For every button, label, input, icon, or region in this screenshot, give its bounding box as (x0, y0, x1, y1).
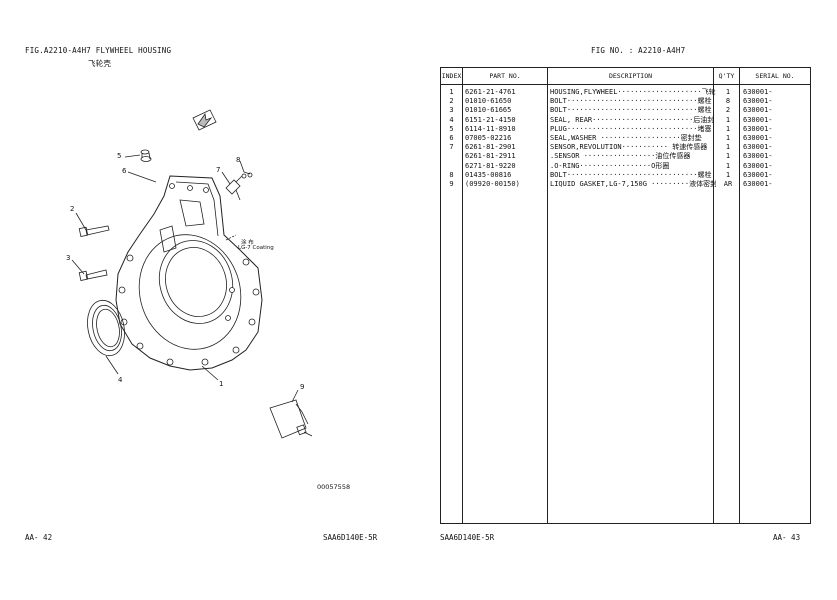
description-cell: BOLT·······························螺栓 (550, 106, 712, 115)
right-page-number: AA- 43 (773, 533, 801, 542)
serial-number-cell: 630001- (743, 143, 773, 152)
serial-number-cell: 630001- (743, 124, 773, 133)
part-number-cell: (09920-00150) (465, 180, 520, 188)
quantity-cell: 1 (725, 143, 731, 152)
serial-number-cell: 630001- (743, 97, 773, 106)
figure-title: FIG.A2210-A4H7 FLYWHEEL HOUSING (25, 46, 172, 55)
index-cell: 1 (449, 88, 454, 96)
index-cell: 3 (449, 106, 454, 115)
part-number-cell: 6261-81-2901 (465, 143, 516, 152)
table-row: 1 6261-21-4761 HOUSING,FLYWHEEL···········… (441, 88, 810, 97)
quantity-cell: 1 (725, 134, 731, 142)
description-cell: SEAL, REAR························后油封 (550, 115, 715, 124)
index-cell: 5 (449, 124, 454, 133)
serial-number-cell: 630001- (743, 161, 773, 170)
quantity-cell: 1 (725, 161, 731, 170)
description-cell: BOLT·······························螺栓 (550, 170, 712, 179)
serial-number-cell: 630001- (743, 106, 773, 115)
index-cell: 6 (449, 134, 454, 142)
parts-table: INDEX PART NO. DESCRIPTION Q'TY SERIAL N… (440, 67, 811, 524)
figure-title-chinese: 飞轮壳 (88, 59, 112, 68)
header-index: INDEX (441, 72, 462, 80)
serial-number-cell: 630001- (743, 134, 773, 142)
quantity-cell: 1 (725, 115, 731, 124)
header-serial-no: SERIAL NO. (755, 72, 795, 80)
serial-number-cell: 630001- (743, 115, 773, 124)
part-number-cell: 6261-21-4761 (465, 88, 516, 96)
table-row: 7 6261-81-2901 SENSOR,REVOLUTION··········… (441, 143, 810, 152)
index-cell: 8 (449, 170, 454, 179)
description-cell: SENSOR,REVOLUTION··········· 转速传感器 (550, 143, 708, 152)
part-number-cell: 01435-00816 (465, 170, 512, 179)
part-number-cell: 6261-81-2911 (465, 152, 516, 161)
description-cell: SEAL,WASHER ···················密封垫 (550, 134, 702, 142)
table-row: 2 01010-61650 BOLT························… (441, 97, 810, 106)
description-cell: BOLT·······························螺栓 (550, 97, 712, 106)
serial-number-cell: 630001- (743, 170, 773, 179)
front-arrow-icon (192, 109, 217, 131)
description-cell: LIQUID GASKET,LG-7,150G ·········液体密封胶 (550, 180, 716, 188)
table-row: 8 01435-00816 BOLT························… (441, 171, 810, 180)
description-cell: .O-RING·················O形圈 (550, 161, 670, 170)
quantity-cell: 1 (725, 152, 731, 161)
callout-7: 7 (216, 166, 221, 174)
table-row: 5 6114-11-8910 PLUG·······················… (441, 125, 810, 134)
left-page-number: AA- 42 (25, 533, 53, 542)
table-row: 6271-81-9220 .O-RING·················O形圈… (441, 162, 810, 171)
quantity-cell: 2 (725, 106, 731, 115)
quantity-cell: 1 (725, 124, 731, 133)
callout-5: 5 (117, 152, 122, 160)
rear-seal-icon (87, 299, 125, 357)
header-description: DESCRIPTION (608, 72, 653, 80)
part-number-cell: 6114-11-8910 (465, 124, 516, 133)
callout-2: 2 (70, 205, 75, 213)
callout-8: 8 (236, 156, 241, 164)
description-cell: PLUG·······························堵塞 (550, 124, 712, 133)
flywheel-housing-diagram (71, 109, 313, 439)
callout-3: 3 (66, 254, 71, 262)
quantity-cell: AR (723, 180, 733, 188)
index-cell: 4 (449, 115, 454, 124)
header-part-no: PART NO. (489, 72, 521, 80)
coating-note: LG-7 Coating (238, 245, 274, 251)
index-cell: 9 (449, 180, 454, 188)
callout-1: 1 (219, 380, 224, 388)
sensor-icon (225, 173, 247, 201)
drawing-number: 00057558 (317, 483, 351, 491)
table-row: 9 (09920-00150) LIQUID GASKET,LG-7,150G ··… (441, 180, 810, 189)
bolt-icon (243, 171, 253, 178)
table-row: 3 01010-61665 BOLT························… (441, 106, 810, 115)
part-number-cell: 6271-81-9220 (465, 161, 516, 170)
bolt-2-icon (78, 225, 110, 238)
callout-6: 6 (122, 167, 127, 175)
header-qty: Q'TY (718, 72, 735, 80)
part-number-cell: 01010-61650 (465, 97, 512, 106)
description-cell: .SENSOR ·················油位传感器 (550, 152, 691, 161)
part-number-cell: 07005-02216 (465, 134, 512, 142)
serial-number-cell: 630001- (743, 152, 773, 161)
index-cell: 7 (449, 143, 454, 152)
quantity-cell: 8 (725, 97, 731, 106)
right-page-model: SAA6D140E-5R (440, 533, 495, 542)
left-page-model: SAA6D140E-5R (323, 533, 378, 542)
figure-number: FIG NO. : A2210-A4H7 (591, 46, 686, 55)
bolt-3-icon (78, 269, 108, 282)
description-cell: HOUSING,FLYWHEEL····················飞轮壳 (550, 88, 716, 96)
plug-icon (140, 149, 152, 162)
table-row: 4 6151-21-4150 SEAL, REAR·················… (441, 116, 810, 125)
callout-4: 4 (118, 376, 123, 384)
serial-number-cell: 630001- (743, 180, 773, 188)
table-row: 6261-81-2911 .SENSOR ·················油位… (441, 152, 810, 161)
callout-9: 9 (300, 383, 305, 391)
part-number-cell: 6151-21-4150 (465, 115, 516, 124)
quantity-cell: 1 (725, 170, 731, 179)
quantity-cell: 1 (725, 88, 731, 96)
liquid-gasket-tube-icon (269, 399, 313, 439)
serial-number-cell: 630001- (743, 88, 773, 96)
table-row: 6 07005-02216 SEAL,WASHER ················… (441, 134, 810, 143)
part-number-cell: 01010-61665 (465, 106, 512, 115)
index-cell: 2 (449, 97, 454, 106)
coating-note-cn: 涂 布 (241, 240, 254, 246)
